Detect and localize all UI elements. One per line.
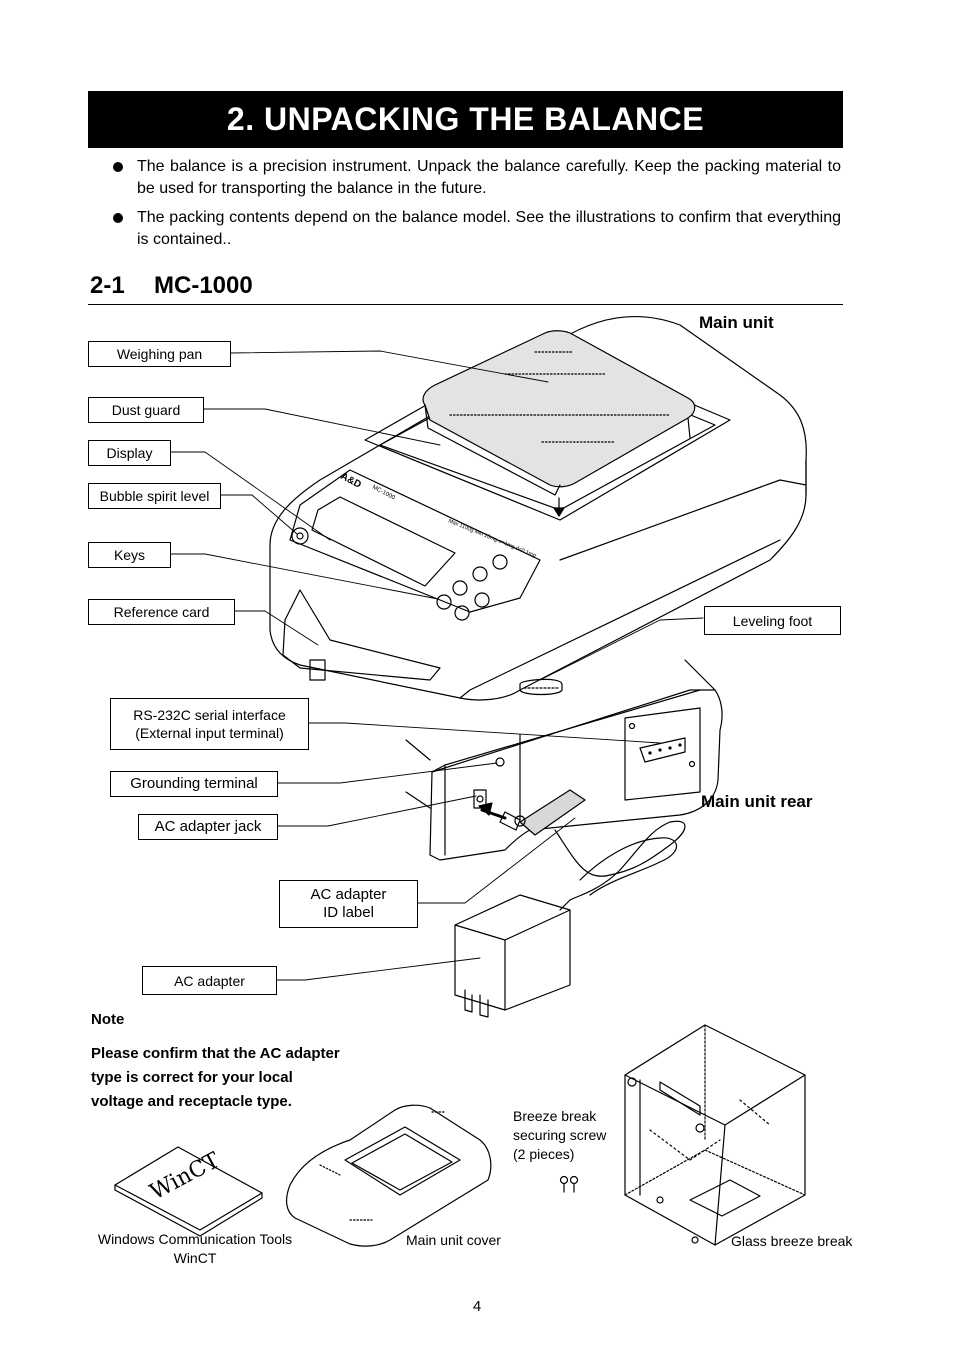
callout-keys: Keys	[88, 542, 171, 568]
callout-ac-adapter-id-label: AC adapter ID label	[279, 880, 418, 928]
callout-ac-adapter-jack: AC adapter jack	[138, 814, 278, 840]
note-line: type is correct for your local	[91, 1069, 293, 1086]
wincct-caption-line2: WinCT	[173, 1250, 217, 1266]
callout-ac-adapter: AC adapter	[142, 966, 277, 995]
subsection-heading: 2-1 MC-1000	[90, 272, 253, 300]
note-body: Please confirm that the AC adapter type …	[91, 1042, 391, 1114]
wincct-caption-line1: Windows Communication Tools	[97, 1231, 293, 1247]
wincct-caption: Windows Communication Tools WinCT	[88, 1230, 302, 1268]
capacity-marking: Max 1100g Min 10mg e=1mg d=0.1mg	[447, 518, 536, 559]
securing-screws-drawing	[559, 1175, 579, 1193]
callout-leader-lines	[169, 350, 704, 981]
note-line: Please confirm that the AC adapter	[91, 1045, 340, 1062]
bullet-dot-icon	[113, 213, 123, 223]
ac-adapter-drawing	[454, 894, 571, 1018]
callout-dust-guard: Dust guard	[88, 397, 204, 423]
page-title: 2. UNPACKING THE BALANCE	[88, 91, 843, 148]
callout-display: Display	[88, 440, 171, 466]
bullet-text: The balance is a precision instrument. U…	[137, 158, 841, 197]
main-unit-cover-drawing	[285, 1104, 492, 1247]
callout-reference-card: Reference card	[88, 599, 235, 625]
section-divider	[88, 304, 843, 305]
callout-grounding-terminal: Grounding terminal	[110, 771, 278, 797]
model-marking: MC-1000	[371, 484, 396, 501]
callout-weighing-pan: Weighing pan	[88, 341, 231, 367]
wincct-disk-drawing	[114, 1146, 263, 1237]
page-number: 4	[472, 1298, 482, 1315]
note-title: Note	[91, 1011, 125, 1028]
glass-breeze-break-caption: Glass breeze break	[731, 1233, 853, 1249]
callout-ac-adapter-id-line1: AC adapter	[310, 886, 387, 903]
callout-rs232c-line2: (External input terminal)	[135, 725, 284, 741]
note-line: voltage and receptacle type.	[91, 1093, 292, 1110]
subsection-number: 2-1	[90, 272, 125, 299]
callout-rs232c: RS-232C serial interface (External input…	[110, 698, 309, 750]
main-unit-heading: Main unit	[699, 313, 774, 332]
callout-ac-adapter-id-line2: ID label	[323, 904, 374, 921]
balance-main-unit-drawing	[269, 316, 807, 701]
bullet-dot-icon	[113, 162, 123, 172]
bullet-item: The balance is a precision instrument. U…	[113, 156, 841, 200]
securing-screw-caption-line1: Breeze break	[513, 1108, 597, 1124]
callout-rs232c-line1: RS-232C serial interface	[133, 707, 286, 723]
callout-leveling-foot: Leveling foot	[704, 606, 841, 635]
securing-screw-caption-line3: (2 pieces)	[513, 1146, 575, 1162]
wincct-disk-label: WinCT	[146, 1148, 224, 1205]
main-unit-cover-caption: Main unit cover	[406, 1232, 501, 1248]
subsection-title: MC-1000	[154, 272, 253, 299]
callout-bubble-spirit-level: Bubble spirit level	[88, 483, 221, 509]
securing-screw-caption: Breeze break securing screw (2 pieces)	[513, 1107, 606, 1164]
securing-screw-caption-line2: securing screw	[513, 1127, 607, 1143]
intro-bullets: The balance is a precision instrument. U…	[113, 156, 841, 258]
glass-breeze-break-drawing	[624, 1024, 806, 1246]
bullet-text: The packing contents depend on the balan…	[137, 209, 841, 248]
main-unit-rear-heading: Main unit rear	[701, 792, 813, 811]
bullet-item: The packing contents depend on the balan…	[113, 207, 841, 251]
balance-rear-drawing	[405, 659, 723, 911]
